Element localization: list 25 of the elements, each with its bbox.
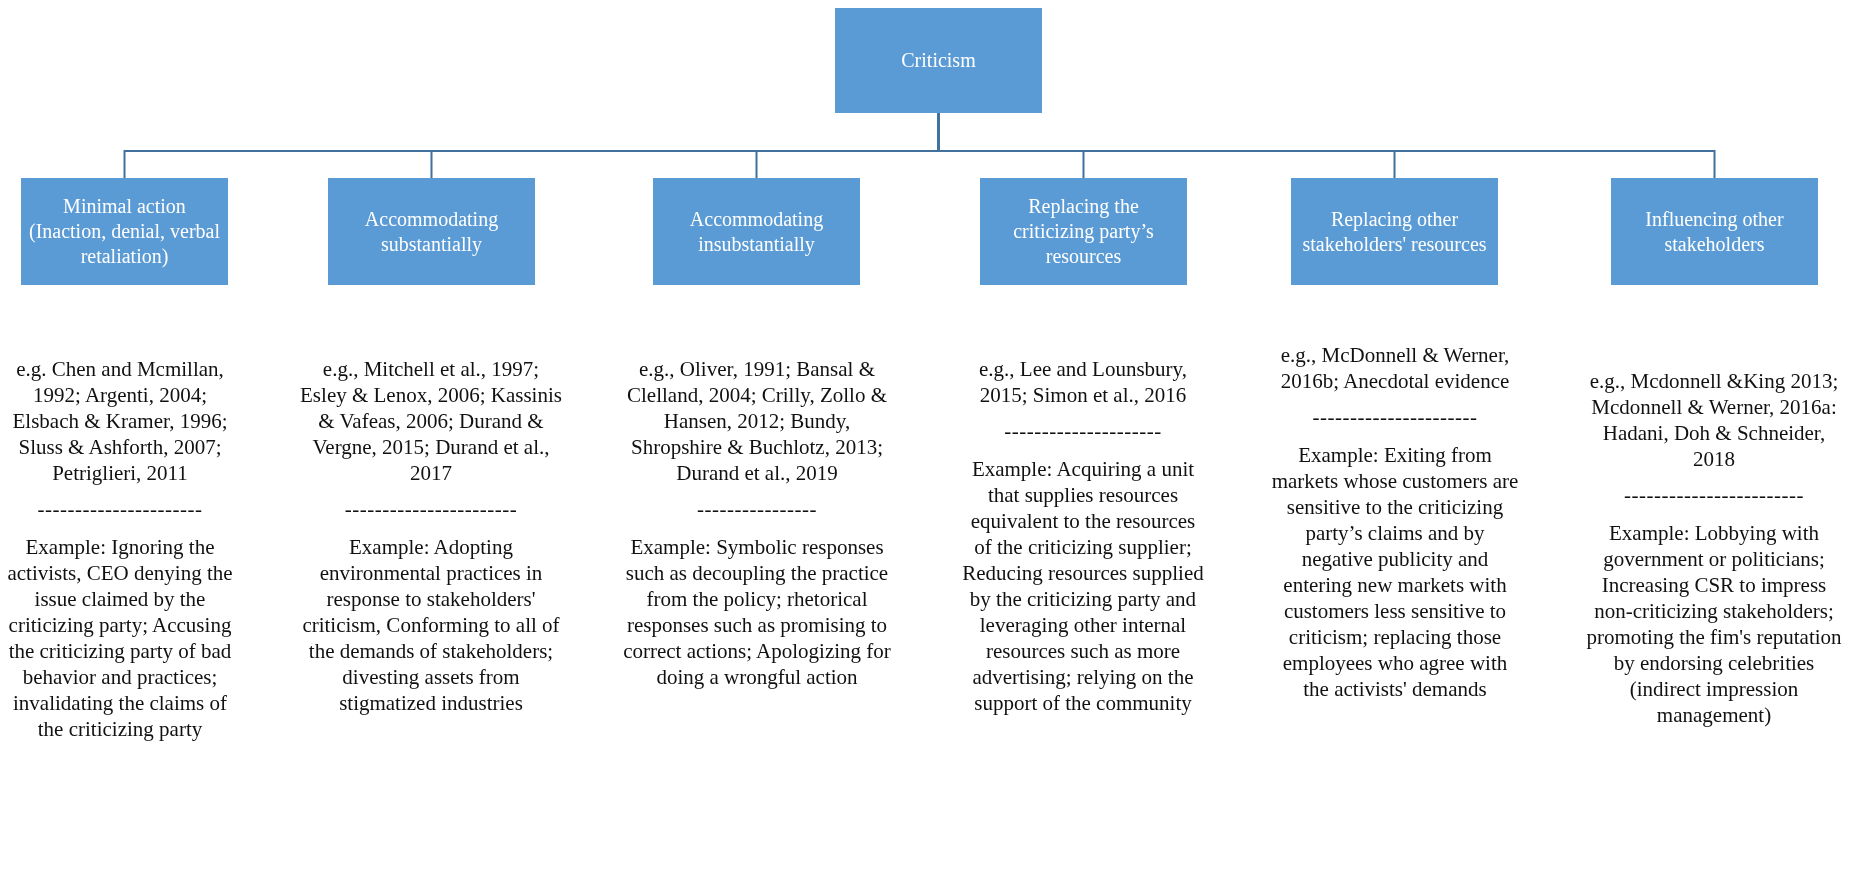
reference-text: e.g., Mcdonnell &King 2013; Mcdonnell & Werner, 2016a: Hadani, Doh & Schneider, 2018 (1588, 368, 1840, 472)
dashed-separator: --------------------- (1004, 418, 1162, 444)
example-text: Example: Acquiring a unit that supplies resources equivalent to the resources of the criticizing supplier; Reducing resources supplied by the criticizing party and leveraging other internal resources such as more advertising; relying on the support of the community (961, 456, 1205, 716)
reference-text: e.g., Lee and Lounsbury, 2015; Simon et al., 2016 (978, 356, 1188, 408)
example-text: Example: Lobbying with government or politicians; Increasing CSR to impress non-criticizing stakeholders; promoting the fim's reputation by endorsing celebrities (indirect impression management) (1585, 520, 1843, 728)
dashed-separator: ----------------------- (344, 496, 518, 522)
category-box: Criticism (835, 8, 1042, 113)
example-text: Example: Adopting environmental practices in response to stakeholders' criticism, Conforming to all of the demands of stakeholders; divesting assets from stigmatized industries (301, 534, 561, 716)
category-box: Influencing other stakeholders (1611, 178, 1818, 285)
dashed-separator: ---------------------- (37, 496, 203, 522)
dashed-separator: ---------------------- (1312, 404, 1478, 430)
dashed-separator: ---------------- (697, 496, 817, 522)
example-text: Example: Ignoring the activists, CEO denying the issue claimed by the criticizing party; Accusing the criticizing party of bad behavior and practices; invalidating the claims of the criticizing party (6, 534, 234, 742)
example-text: Example: Exiting from markets whose customers are sensitive to the criticizing party’s claims and by negative publicity and entering new markets with customers less sensitive to criticism; replacing those employees who agree with the activists' demands (1270, 442, 1520, 702)
reference-text: e.g. Chen and Mcmillan, 1992; Argenti, 2004; Elsbach & Kramer, 1996; Sluss & Ashforth, 2007; Petriglieri, 2011 (11, 356, 229, 486)
example-text: Example: Symbolic responses such as decoupling the practice from the policy; rhetorical responses such as promising to correct actions; Apologizing for doing a wrongful action (622, 534, 892, 690)
reference-text: e.g., McDonnell & Werner, 2016b; Anecdotal evidence (1279, 342, 1511, 394)
reference-text: e.g., Oliver, 1991; Bansal & Clelland, 2004; Crilly, Zollo & Hansen, 2012; Bundy, Shropshire & Buchlotz, 2013; Durand et al., 2019 (626, 356, 888, 486)
category-box: Accommodating substantially (328, 178, 535, 285)
category-box: Accommodating insubstantially (653, 178, 860, 285)
category-box: Minimal action (Inaction, denial, verbal retaliation) (21, 178, 228, 285)
reference-text: e.g., Mitchell et al., 1997; Esley & Lenox, 2006; Kassinis & Vafeas, 2006; Durand & Vergne, 2015; Durand et al., 2017 (300, 356, 562, 486)
category-box: Replacing the criticizing party’s resources (980, 178, 1187, 285)
dashed-separator: ------------------------ (1624, 482, 1804, 508)
category-box: Replacing other stakeholders' resources (1291, 178, 1498, 285)
